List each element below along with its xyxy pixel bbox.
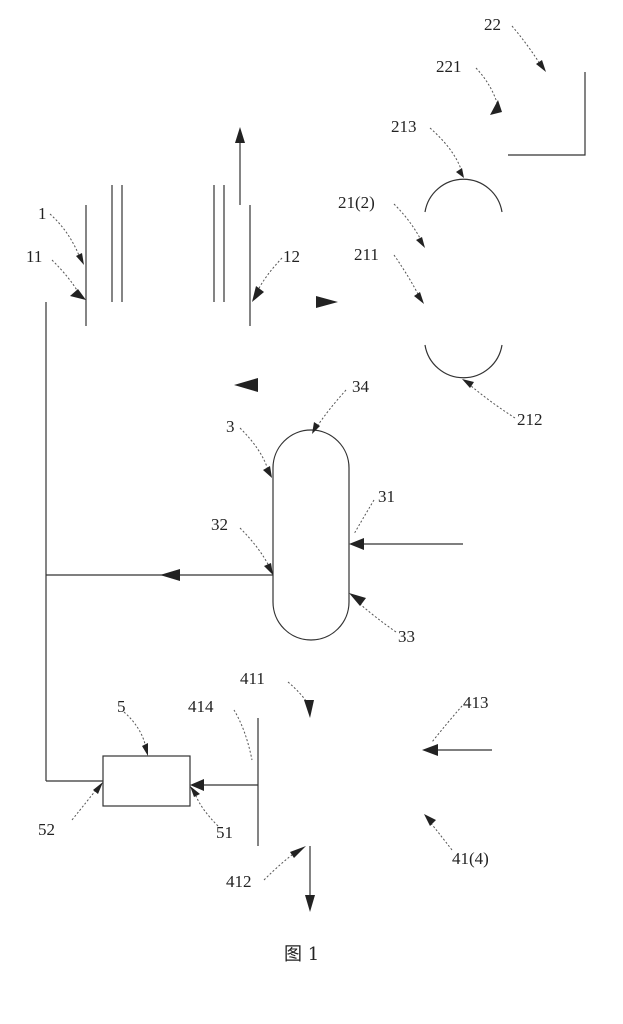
label-211: 211 [354,245,379,264]
label-412: 412 [226,872,252,891]
leader-51 [190,786,218,826]
label-51: 51 [216,823,233,842]
leader-22 [512,26,546,72]
label-212: 212 [517,410,543,429]
leader-414 [234,710,252,760]
leader-34 [312,390,346,434]
label-413: 413 [463,693,489,712]
label-213: 213 [391,117,417,136]
component-22 [508,72,585,155]
leader-41 [424,814,452,850]
label-1: 1 [38,204,47,223]
outlet-32 [46,528,273,581]
leader-412 [264,846,306,880]
leader-11 [52,260,86,300]
inlet-31 [349,500,463,550]
label-414: 414 [188,697,214,716]
leader-211 [394,255,424,304]
leader-52 [72,782,103,820]
leader-213 [430,128,464,178]
label-41: 41(4) [452,849,489,868]
unit-41 [258,718,492,912]
leader-5 [124,712,148,756]
leader-411 [288,682,314,718]
label-3: 3 [226,417,235,436]
label-21: 21(2) [338,193,375,212]
label-411: 411 [240,669,265,688]
leader-33 [349,593,396,632]
label-52: 52 [38,820,55,839]
label-12: 12 [283,247,300,266]
exchanger-1 [86,127,250,326]
leader-21 [394,204,425,248]
label-22: 22 [484,15,501,34]
label-33: 33 [398,627,415,646]
box-5 [46,756,258,806]
label-31: 31 [378,487,395,506]
leader-3 [240,428,272,478]
figure-caption: 图 1 [284,944,319,965]
flow-arrow-right [316,296,338,308]
leader-221 [476,68,502,115]
label-11: 11 [26,247,42,266]
label-221: 221 [436,57,462,76]
label-34: 34 [352,377,370,396]
leader-12 [252,258,282,302]
leader-212 [462,379,515,418]
flow-arrow-left [234,378,258,392]
leader-1 [50,214,84,265]
vessel-3 [273,430,349,640]
label-5: 5 [117,697,126,716]
label-32: 32 [211,515,228,534]
leader-413 [432,706,462,742]
separator-2 [425,179,502,378]
